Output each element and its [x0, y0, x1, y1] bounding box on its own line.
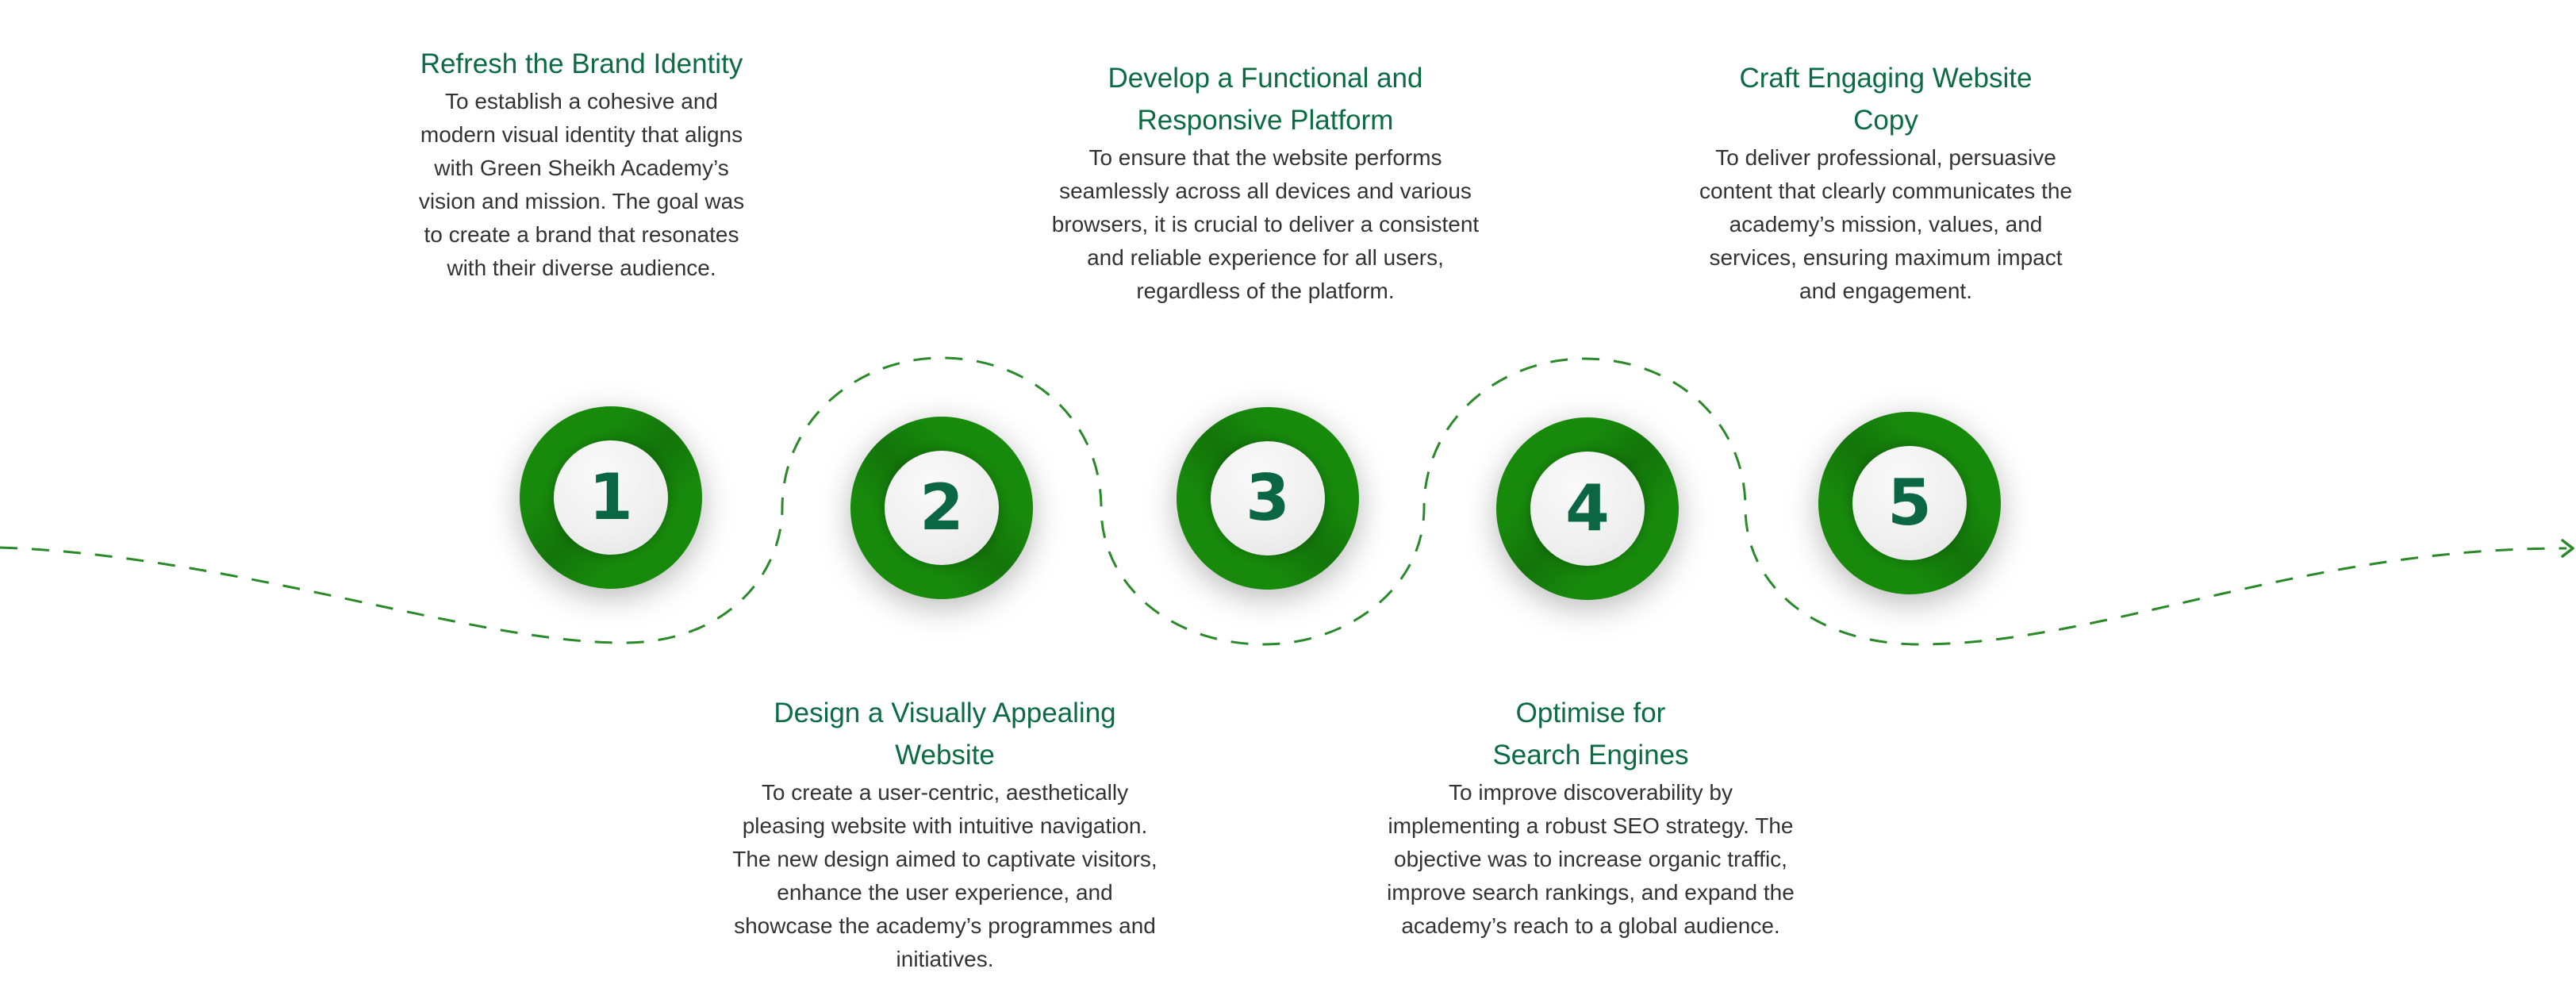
step-2-text: Design a Visually Appealing Website To c… — [731, 692, 1159, 976]
arrow-head-icon — [2561, 539, 2574, 558]
step-1-description: To establish a cohesive and modern visua… — [418, 89, 745, 280]
step-4-number: 4 — [1565, 471, 1610, 545]
step-5-description: To deliver professional, persuasive cont… — [1699, 145, 2072, 303]
step-3-text: Develop a Functional and Responsive Plat… — [1043, 57, 1488, 308]
step-2-badge: 2 — [850, 417, 1033, 599]
step-4-badge: 4 — [1496, 417, 1679, 600]
step-2-number: 2 — [919, 471, 964, 544]
badge-inner-circle: 4 — [1530, 452, 1645, 566]
journey-path-line — [0, 356, 2567, 646]
badge-inner-circle: 2 — [885, 451, 999, 565]
step-1-title: Refresh the Brand Identity — [420, 48, 743, 79]
step-5-number: 5 — [1887, 466, 1932, 540]
step-3-title: Develop a Functional and Responsive Plat… — [1108, 63, 1423, 136]
step-2-description: To create a user-centric, aesthetically … — [732, 780, 1157, 971]
step-3-description: To ensure that the website performs seam… — [1051, 145, 1480, 303]
step-5-title: Craft Engaging Website Copy — [1739, 63, 2033, 136]
badge-inner-circle: 3 — [1211, 441, 1325, 555]
step-1-badge: 1 — [520, 406, 702, 589]
step-4-description: To improve discoverability by implementi… — [1387, 780, 1795, 938]
step-4-text: Optimise for Search Engines To improve d… — [1376, 692, 1805, 943]
badge-inner-circle: 1 — [554, 440, 668, 555]
step-3-number: 3 — [1246, 461, 1290, 535]
step-5-text: Craft Engaging Website Copy To deliver p… — [1691, 57, 2080, 308]
step-1-number: 1 — [589, 460, 633, 534]
step-4-title: Optimise for Search Engines — [1492, 698, 1689, 771]
step-3-badge: 3 — [1177, 407, 1359, 590]
step-2-title: Design a Visually Appealing Website — [774, 698, 1116, 771]
badge-inner-circle: 5 — [1852, 446, 1967, 560]
step-5-badge: 5 — [1818, 412, 2001, 594]
step-1-text: Refresh the Brand Identity To establish … — [399, 43, 764, 285]
